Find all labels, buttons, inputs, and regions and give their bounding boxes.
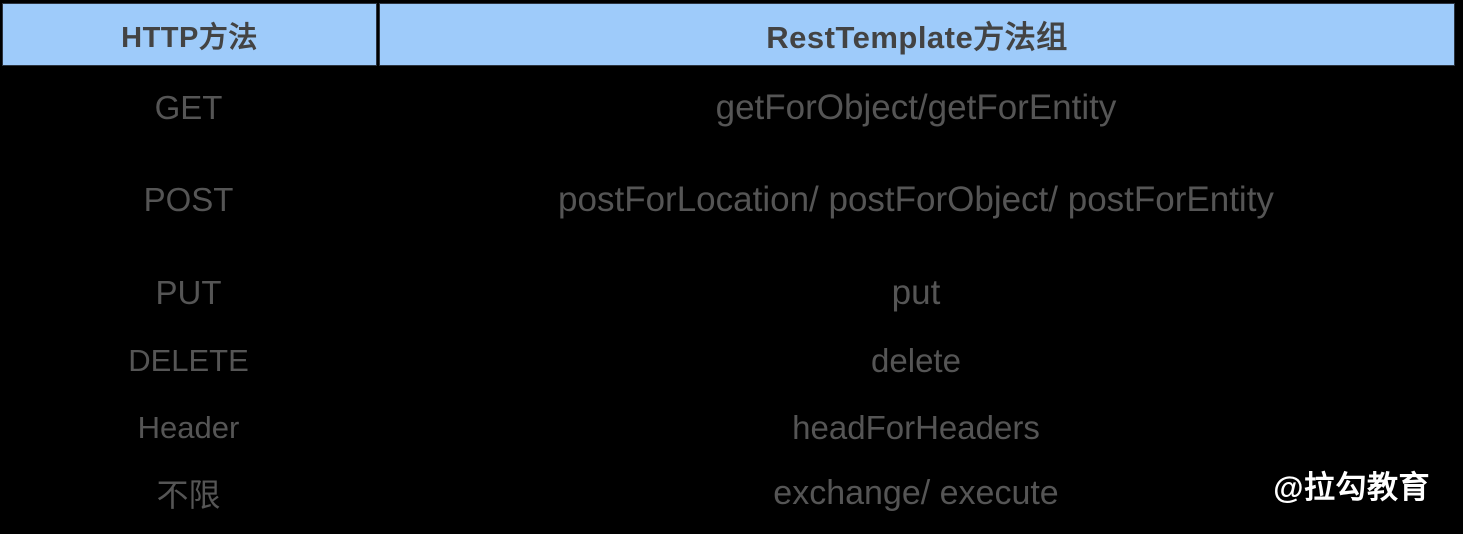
table-header-row: HTTP方法 RestTemplate方法组 bbox=[2, 3, 1455, 66]
table-row: 不限 exchange/ execute bbox=[0, 467, 1463, 519]
column-header-http-method: HTTP方法 bbox=[2, 3, 377, 66]
cell-resttemplate-group: put bbox=[891, 273, 941, 312]
cell-resttemplate-group: exchange/ execute bbox=[773, 473, 1059, 512]
column-header-resttemplate-group: RestTemplate方法组 bbox=[379, 3, 1455, 66]
cell-http-method: 不限 bbox=[156, 477, 221, 513]
table-row: POST postForLocation/ postForObject/ pos… bbox=[0, 174, 1463, 226]
cell-resttemplate-group: postForLocation/ postForObject/ postForE… bbox=[558, 180, 1274, 219]
cell-http-method: Header bbox=[137, 410, 240, 445]
table-body: GET getForObject/getForEntity POST postF… bbox=[0, 67, 1463, 534]
cell-resttemplate-group: getForObject/getForEntity bbox=[715, 88, 1117, 127]
table-row: GET getForObject/getForEntity bbox=[0, 82, 1463, 134]
cell-resttemplate-group: headForHeaders bbox=[792, 409, 1040, 446]
cell-http-method: POST bbox=[143, 181, 234, 218]
cell-resttemplate-group: delete bbox=[871, 342, 961, 379]
table-row: DELETE delete bbox=[0, 335, 1463, 387]
cell-http-method: GET bbox=[154, 89, 223, 126]
cell-http-method: DELETE bbox=[128, 343, 249, 378]
watermark-label: @拉勾教育 bbox=[1273, 470, 1430, 505]
cell-http-method: PUT bbox=[155, 274, 222, 311]
table-row: Header headForHeaders bbox=[0, 402, 1463, 454]
table-row: PUT put bbox=[0, 267, 1463, 319]
